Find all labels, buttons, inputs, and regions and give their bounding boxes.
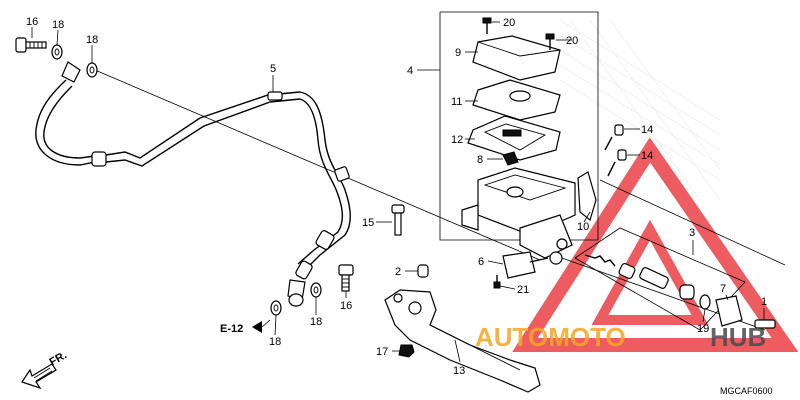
- leader-lines: [31, 21, 765, 363]
- sealing-washer-18-bottom-a: [270, 300, 282, 316]
- screw-21: [493, 275, 501, 289]
- part3-frame: [574, 227, 746, 331]
- callout-16-bottom: 16: [340, 300, 352, 312]
- banjo-bolt-16-bottom: [338, 264, 354, 292]
- push-rod-1: [754, 319, 776, 329]
- reservoir-plate-11: [472, 79, 561, 121]
- guide-line-main: [94, 69, 541, 261]
- callout-18-top-a: 18: [52, 19, 64, 31]
- screw-14-b: [607, 149, 627, 177]
- callout-13: 13: [453, 365, 465, 377]
- svg-text:AUTOMOTO: AUTOMOTO: [475, 322, 626, 352]
- reservoir-cap-9: [472, 35, 561, 81]
- callout-18-bottom-a: 18: [269, 336, 281, 348]
- callout-14-a: 14: [641, 124, 653, 136]
- callout-14-b: 14: [641, 150, 653, 162]
- clip-8: [502, 151, 519, 166]
- clutch-switch-6: [502, 251, 549, 279]
- callout-1: 1: [761, 296, 767, 308]
- svg-text:E-12: E-12: [220, 323, 243, 335]
- reference-arrow-icon: [252, 321, 262, 333]
- clutch-hose-5: [35, 61, 351, 307]
- boot-7: [715, 295, 743, 327]
- callout-19: 19: [697, 323, 709, 335]
- callout-3: 3: [689, 227, 695, 239]
- callout-6: 6: [478, 256, 484, 268]
- svg-text:FR.: FR.: [48, 349, 69, 368]
- callout-16-top: 16: [26, 16, 38, 28]
- sealing-washer-18-bottom-b: [310, 282, 322, 298]
- banjo-bolt-16-top: [15, 37, 47, 53]
- callout-20-b: 20: [566, 35, 578, 47]
- callout-17: 17: [376, 346, 388, 358]
- bracket-bolt-10: [577, 171, 597, 222]
- reference-e12: E-12: [220, 319, 271, 335]
- svg-text:HUB: HUB: [710, 322, 766, 352]
- callout-10: 10: [577, 221, 589, 233]
- callout-21: 21: [517, 284, 529, 296]
- pivot-bolt-15: [391, 204, 405, 236]
- sealing-washer-18-top-b: [86, 62, 98, 78]
- callout-8: 8: [477, 154, 483, 166]
- master-cylinder-body-4: [461, 167, 576, 265]
- front-direction-indicator: FR.: [21, 349, 69, 390]
- callout-7: 7: [720, 283, 726, 295]
- nut-17: [398, 344, 415, 358]
- watermark-text: AUTOMOTO HUB: [475, 322, 766, 352]
- clutch-lever-13: [384, 289, 541, 393]
- screw-14-a: [604, 124, 624, 151]
- callout-12: 12: [451, 134, 463, 146]
- callout-18-top-b: 18: [86, 34, 98, 46]
- guide-line-right: [599, 179, 786, 266]
- diagram-code: MGCAF0600: [720, 386, 773, 396]
- diaphragm-12: [467, 115, 561, 161]
- callout-5: 5: [270, 63, 276, 75]
- screw-20-a: [482, 17, 492, 34]
- piston-set-3: [584, 254, 695, 300]
- screw-20-b: [545, 33, 555, 50]
- callout-9: 9: [455, 47, 461, 59]
- sealing-washer-18-top-a: [51, 44, 63, 60]
- callout-labels: 16 18 18 5 4 9 20 20 11 12 8 14 14 10 15…: [26, 16, 767, 377]
- callout-11: 11: [451, 96, 462, 108]
- collar-2: [417, 264, 429, 278]
- background-wing-pattern: [559, 19, 721, 201]
- callout-4: 4: [407, 65, 413, 77]
- front-arrow-icon: [21, 363, 57, 390]
- callout-2: 2: [395, 266, 401, 278]
- callout-20-a: 20: [503, 17, 515, 29]
- circlip-19: [699, 294, 711, 310]
- callout-18-bottom-b: 18: [310, 316, 322, 328]
- callout-15: 15: [362, 217, 374, 229]
